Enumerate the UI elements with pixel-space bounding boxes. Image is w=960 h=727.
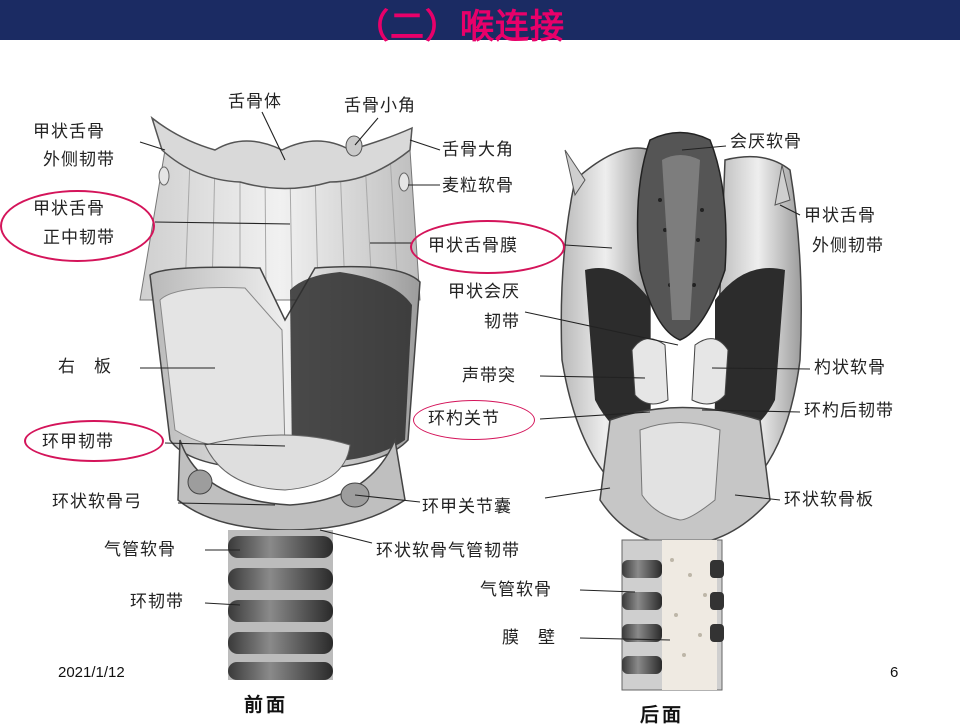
footer-date: 2021/1/12 <box>58 664 125 681</box>
posterior-view-drawing <box>560 131 802 691</box>
leader-lines <box>139 111 811 641</box>
label-cricothyroid-capsule: 环甲关节囊 <box>422 497 512 517</box>
label-lateral-thyrohyoid-lig-1: 甲状舌骨 <box>33 122 105 142</box>
label-lateral-thyrohyoid-lig-2: 外侧韧带 <box>43 150 115 170</box>
label-arytenoid-cartilage: 杓状软骨 <box>814 358 886 378</box>
label-cricoid-lamina: 环状软骨板 <box>784 490 874 510</box>
caption-posterior-view: 后面 <box>640 704 685 726</box>
highlight-ring-median-thyrohyoid <box>0 190 155 262</box>
label-thyroepiglottic-lig-1: 甲状会厌 <box>448 282 520 302</box>
label-median-thyrohyoid-lig-1: 甲状舌骨 <box>33 199 105 219</box>
footer-page-number: 6 <box>890 664 899 681</box>
label-cricoarytenoid-joint: 环杓关节 <box>428 409 500 429</box>
label-right-lamina: 右 板 <box>58 357 112 377</box>
highlight-ring-cricothyroid <box>24 420 164 462</box>
label-membranous-wall: 膜 壁 <box>502 628 556 648</box>
label-lesser-horn: 舌骨小角 <box>344 96 416 116</box>
label-posterior-cricoarytenoid-lig: 环杓后韧带 <box>804 401 894 421</box>
label-median-thyrohyoid-lig-2: 正中韧带 <box>43 228 115 248</box>
label-tracheal-cartilage-posterior: 气管软骨 <box>480 580 552 600</box>
label-thyroepiglottic-lig-2: 韧带 <box>484 312 520 332</box>
caption-anterior-view: 前面 <box>244 694 289 716</box>
label-annular-lig: 环韧带 <box>130 592 184 612</box>
label-lateral-thyrohyoid-lig-posterior-2: 外侧韧带 <box>812 236 884 256</box>
label-triticeal-cartilage: 麦粒软骨 <box>442 176 514 196</box>
label-vocal-process: 声带突 <box>462 366 516 386</box>
header-bar <box>0 0 960 40</box>
label-cricothyroid-lig: 环甲韧带 <box>42 432 114 452</box>
label-lateral-thyrohyoid-lig-posterior-1: 甲状舌骨 <box>804 206 876 226</box>
label-cricoid-arch: 环状软骨弓 <box>52 492 142 512</box>
highlight-ring-cricoarytenoid-joint <box>413 400 535 440</box>
label-tracheal-cartilage-anterior: 气管软骨 <box>104 540 176 560</box>
highlight-ring-thyrohyoid-membrane <box>410 220 565 274</box>
label-thyrohyoid-membrane: 甲状舌骨膜 <box>428 236 518 256</box>
label-epiglottic-cartilage: 会厌软骨 <box>730 132 802 152</box>
label-cricotracheal-lig: 环状软骨气管韧带 <box>376 541 520 561</box>
label-greater-horn: 舌骨大角 <box>442 140 514 160</box>
label-hyoid-body: 舌骨体 <box>228 92 282 112</box>
slide-title: （二）喉连接 <box>355 7 565 47</box>
anterior-view-drawing <box>139 115 421 680</box>
